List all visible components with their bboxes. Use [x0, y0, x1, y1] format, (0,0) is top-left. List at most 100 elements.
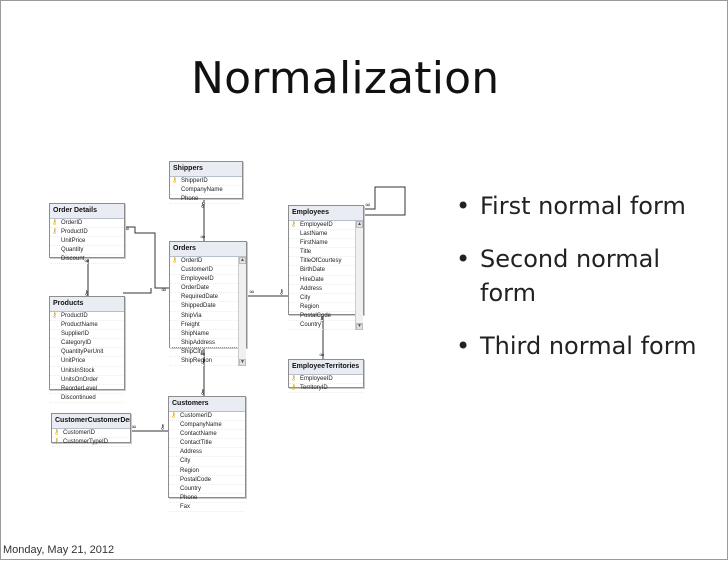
scroll-up-icon[interactable]: ▲: [239, 257, 246, 264]
table-title: Orders: [170, 242, 246, 257]
table-row[interactable]: Title: [289, 248, 363, 258]
relation-end-icon: ∞: [365, 201, 371, 209]
table-orders[interactable]: Orders ⚷OrderID CustomerID EmployeeID Or…: [169, 241, 247, 367]
key-icon: ⚷: [171, 412, 177, 419]
table-row[interactable]: BirthDate: [289, 266, 363, 276]
slide-footer-date: Monday, May 21, 2012: [3, 544, 115, 556]
bullet-dot-icon: •: [456, 332, 471, 360]
table-row[interactable]: HireDate: [289, 276, 363, 285]
table-customers[interactable]: Customers ⚷CustomerID CompanyName Contac…: [168, 396, 246, 513]
bullet-dot-icon: •: [456, 192, 471, 220]
scroll-down-icon[interactable]: ▼: [239, 359, 246, 367]
table-row[interactable]: UnitsInStock: [50, 367, 124, 376]
table-row[interactable]: ⚷ShipperID: [170, 177, 242, 187]
table-row[interactable]: ShipVia: [170, 312, 246, 321]
key-icon: ⚷: [172, 177, 178, 184]
table-row[interactable]: Fax: [169, 503, 245, 513]
relationship-line: [362, 186, 406, 216]
table-rows: ⚷OrderID ⚷ProductID UnitPrice Quantity D…: [50, 219, 124, 265]
table-row[interactable]: CategoryID: [50, 339, 124, 349]
key-icon: ⚷: [291, 221, 297, 228]
table-row[interactable]: CompanyName: [169, 421, 245, 431]
table-title: Order Details: [50, 204, 124, 219]
table-row[interactable]: LastName: [289, 230, 363, 240]
table-row[interactable]: ShipCity: [170, 348, 246, 358]
table-customer-customer-demo[interactable]: CustomerCustomerDem ⚷CustomerID ⚷Custome…: [51, 413, 131, 448]
table-row[interactable]: ShipRegion: [170, 357, 246, 367]
table-row[interactable]: ProductName: [50, 321, 124, 331]
table-row[interactable]: City: [169, 457, 245, 467]
table-rows: ⚷EmployeeID ⚷TerritoryID: [289, 375, 363, 394]
table-row[interactable]: Phone: [169, 494, 245, 503]
key-icon: ⚷: [52, 312, 58, 319]
scroll-down-icon[interactable]: ▼: [356, 323, 363, 331]
table-row[interactable]: PostalCode: [289, 312, 363, 322]
scroll-up-icon[interactable]: ▲: [356, 221, 363, 228]
table-title: Customers: [169, 397, 245, 412]
bullet-text: Third normal form: [480, 332, 697, 360]
table-title: CustomerCustomerDem: [52, 414, 130, 429]
relation-end-icon: ∞: [249, 288, 255, 296]
relation-end-icon: ⚷: [279, 288, 284, 296]
table-row[interactable]: ⚷TerritoryID: [289, 384, 363, 394]
slide-title: Normalization: [191, 53, 500, 104]
table-row[interactable]: Address: [169, 448, 245, 458]
table-row[interactable]: TitleOfCourtesy: [289, 257, 363, 267]
table-row[interactable]: City: [289, 294, 363, 303]
table-row[interactable]: PostalCode: [169, 476, 245, 485]
table-row[interactable]: CustomerID: [170, 266, 246, 276]
table-row[interactable]: QuantityPerUnit: [50, 348, 124, 358]
table-row[interactable]: ⚷OrderID: [170, 257, 246, 267]
table-row[interactable]: ⚷OrderID: [50, 219, 124, 229]
table-row[interactable]: ⚷CustomerID: [52, 429, 130, 439]
table-row[interactable]: Discontinued: [50, 394, 124, 403]
table-title: Employees: [289, 206, 363, 221]
key-icon: ⚷: [52, 219, 58, 226]
table-scrollbar[interactable]: ▲ ▼: [238, 257, 246, 367]
table-row[interactable]: OrderDate: [170, 284, 246, 294]
table-row[interactable]: Address: [289, 285, 363, 294]
table-employees[interactable]: Employees ⚷EmployeeID LastName FirstName…: [288, 205, 364, 331]
table-row[interactable]: Freight: [170, 321, 246, 330]
table-row[interactable]: ShipAddress: [170, 339, 246, 348]
table-employee-territories[interactable]: EmployeeTerritories ⚷EmployeeID ⚷Territo…: [288, 359, 364, 394]
table-row[interactable]: Region: [289, 303, 363, 312]
table-row[interactable]: Phone: [170, 195, 242, 205]
table-row[interactable]: ContactName: [169, 430, 245, 440]
table-row[interactable]: ⚷CustomerID: [169, 412, 245, 422]
table-row[interactable]: UnitPrice: [50, 237, 124, 247]
relationship-line: [123, 226, 169, 289]
table-row[interactable]: ContactTitle: [169, 439, 245, 449]
table-row[interactable]: ShipName: [170, 330, 246, 339]
table-rows: ⚷EmployeeID LastName FirstName Title Tit…: [289, 221, 363, 331]
table-row[interactable]: ⚷EmployeeID: [289, 221, 363, 231]
bullet-list: •First normal form •Second normal form •…: [456, 189, 716, 382]
table-row[interactable]: Region: [169, 467, 245, 476]
table-row[interactable]: Country: [289, 321, 363, 331]
table-row[interactable]: Country: [169, 485, 245, 494]
table-row[interactable]: EmployeeID: [170, 275, 246, 285]
table-scrollbar[interactable]: ▲ ▼: [355, 221, 363, 331]
table-row[interactable]: UnitPrice: [50, 357, 124, 367]
table-row[interactable]: ⚷CustomerTypeID: [52, 438, 130, 448]
table-products[interactable]: Products ⚷ProductID ProductName Supplier…: [49, 296, 125, 403]
table-row[interactable]: ⚷ProductID: [50, 228, 124, 238]
relationship-line: [123, 288, 152, 294]
bullet-item: •Second normal form: [456, 242, 716, 310]
table-row[interactable]: FirstName: [289, 239, 363, 249]
table-row[interactable]: SupplierID: [50, 330, 124, 340]
table-row[interactable]: CompanyName: [170, 186, 242, 196]
table-row[interactable]: ⚷ProductID: [50, 312, 124, 322]
key-icon: ⚷: [172, 257, 178, 264]
table-row[interactable]: RequiredDate: [170, 293, 246, 303]
table-row[interactable]: ⚷EmployeeID: [289, 375, 363, 385]
bullet-text: Second normal form: [480, 245, 661, 307]
key-icon: ⚷: [54, 438, 60, 446]
table-row[interactable]: UnitsOnOrder: [50, 376, 124, 385]
table-order-details[interactable]: Order Details ⚷OrderID ⚷ProductID UnitPr…: [49, 203, 125, 265]
table-row[interactable]: ShippedDate: [170, 302, 246, 312]
table-shippers[interactable]: Shippers ⚷ShipperID CompanyName Phone: [169, 161, 243, 205]
table-row[interactable]: Quantity: [50, 246, 124, 256]
table-row[interactable]: Discount: [50, 255, 124, 265]
table-row[interactable]: ReorderLevel: [50, 385, 124, 394]
